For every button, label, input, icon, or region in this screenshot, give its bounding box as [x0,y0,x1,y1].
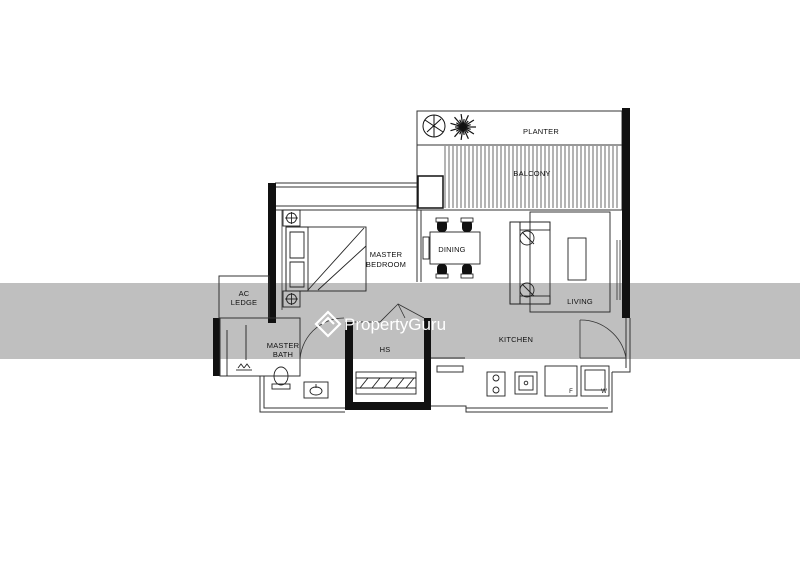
master-bed [285,226,367,292]
room-label-ac-ledge-line1: AC [239,289,250,298]
hob-icon [486,371,506,397]
watermark-band [0,283,800,359]
windows [281,210,621,310]
room-label-hs: HS [380,345,391,354]
room-label-living: LIVING [567,297,593,306]
column [417,175,444,209]
room-label-master-bath-line2: BATH [273,350,293,359]
balcony-decking [444,146,618,208]
bedside-lamp-icon [282,209,301,308]
watermark-logo-icon [314,310,342,338]
balcony-frame [275,110,623,211]
watermark-text: PropertyGuru [344,315,446,334]
living-rug [529,211,611,313]
room-label-kitchen: KITCHEN [499,335,533,344]
room-label-planter: PLANTER [523,127,559,136]
walls [213,108,630,410]
room-label-ac-ledge-line2: LEDGE [231,298,257,307]
room-label-balcony: BALCONY [513,169,550,178]
room-label-master-bath-line1: MASTER [267,341,300,350]
fridge-icon [544,365,578,397]
washer-mark: W [601,389,607,395]
planter-plant-icon [422,114,446,138]
room-label-dining: DINING [438,245,465,254]
planter-shrub-icon [450,114,476,140]
basin-icon [303,381,329,399]
sink-icon [514,371,538,395]
hs-shelving [355,371,417,395]
dining-chair-icon [435,217,474,279]
room-label-master-bedroom-line1: MASTER [370,250,403,259]
shower-icon [226,325,252,376]
room-label-master-bedroom-line2: BEDROOM [366,260,406,269]
outline-walls [218,205,631,413]
toilet-icon [271,366,291,390]
washer-icon [580,365,610,397]
doors [299,303,627,363]
tv-console [567,237,587,281]
fridge-mark: F [569,389,573,395]
dining-table [422,231,481,265]
sofa-icon [509,221,551,305]
